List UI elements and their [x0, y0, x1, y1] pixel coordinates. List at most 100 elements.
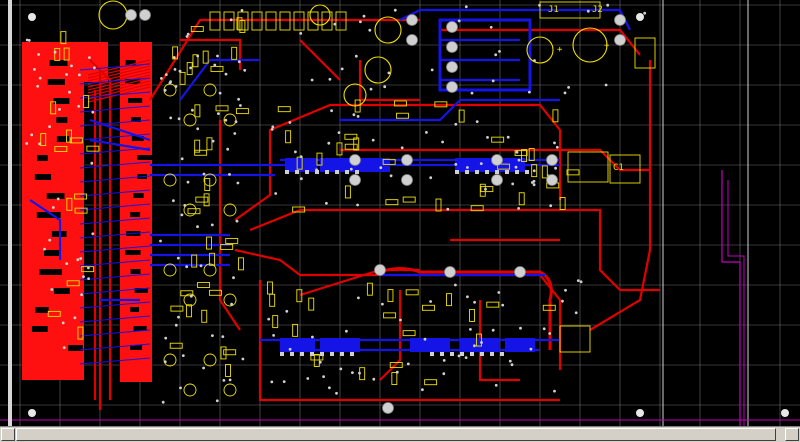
pour-cutout [31, 326, 48, 332]
transistor-outline [183, 383, 197, 397]
via [183, 204, 187, 207]
via [511, 182, 515, 186]
component-outline [63, 47, 70, 61]
via [389, 174, 393, 178]
component-outline [272, 315, 279, 329]
blue-bus [79, 259, 151, 267]
component-outline [497, 163, 511, 170]
via [528, 90, 531, 94]
red-trace [379, 290, 402, 381]
via [68, 90, 71, 94]
through-hole-pad [446, 61, 458, 73]
via [517, 207, 520, 210]
via [33, 68, 36, 71]
component-outline [66, 197, 73, 211]
via [233, 132, 237, 135]
smd-pad [310, 352, 314, 356]
smd-pad [475, 170, 479, 174]
component-outline [267, 281, 273, 295]
component-outline [223, 349, 237, 356]
via [172, 56, 176, 59]
red-trace [234, 103, 562, 221]
red-bus [87, 59, 151, 76]
component-outline [66, 129, 73, 143]
pour-cutout [53, 98, 70, 104]
via [354, 54, 358, 58]
via [400, 146, 404, 150]
via [475, 120, 479, 123]
via [91, 232, 95, 236]
via [473, 344, 476, 348]
blue-bus [79, 119, 151, 127]
via [48, 238, 52, 242]
via [352, 113, 356, 117]
via [356, 203, 359, 207]
via [211, 334, 214, 337]
through-hole-pad [125, 9, 137, 21]
via [169, 116, 173, 120]
via [164, 336, 168, 340]
red-trace [89, 59, 112, 400]
via [555, 145, 559, 149]
via [87, 266, 90, 270]
capacitor-outline [572, 27, 608, 63]
via [168, 81, 172, 85]
via [239, 104, 242, 107]
via [395, 370, 399, 374]
arrow-left-icon[interactable] [1, 428, 15, 441]
blue-bus [79, 329, 151, 337]
component-outline [195, 196, 209, 203]
scrollbar-thumb[interactable] [16, 428, 776, 441]
pour-cutout [56, 136, 70, 142]
component-outline [54, 47, 61, 61]
component-outline [210, 65, 224, 72]
red-bus [87, 71, 151, 88]
blue-bus [79, 273, 151, 281]
component-outline [77, 326, 84, 340]
arrow-right-icon[interactable] [785, 428, 799, 441]
through-hole-pad [446, 21, 458, 33]
pour-cutout [36, 212, 61, 218]
via [579, 280, 583, 284]
component-outline [69, 137, 83, 144]
ref-designator: J2 [592, 5, 603, 15]
through-hole-pad [491, 174, 503, 186]
component-outline [238, 257, 244, 271]
red-bus [87, 68, 151, 85]
component-outline [203, 193, 210, 207]
red-trace [589, 60, 652, 331]
pour-cutout [54, 288, 70, 294]
via [189, 294, 193, 298]
via [288, 121, 292, 124]
component-outline [336, 142, 343, 156]
component-outline [209, 252, 216, 266]
pour-cutout [127, 98, 143, 103]
via [243, 68, 247, 72]
pour-cutout [130, 269, 141, 274]
mounting-hole [781, 409, 789, 417]
via [288, 347, 292, 351]
pour-cutout [47, 79, 65, 85]
via [442, 359, 446, 362]
via [532, 183, 536, 187]
via [199, 264, 203, 268]
via [510, 363, 514, 367]
via [330, 109, 333, 113]
via [38, 76, 42, 80]
component-outline [469, 309, 475, 322]
component-outline [60, 31, 67, 45]
component-outline [491, 136, 505, 143]
component-outline [344, 185, 351, 199]
component-outline [391, 372, 398, 385]
via [58, 108, 61, 111]
horizontal-scrollbar[interactable] [0, 426, 800, 442]
blue-bus [79, 245, 151, 253]
via [553, 389, 556, 393]
via [486, 136, 489, 139]
smd-pad [300, 352, 304, 356]
via [53, 50, 57, 54]
via [345, 329, 348, 333]
transistor-outline [223, 293, 237, 307]
